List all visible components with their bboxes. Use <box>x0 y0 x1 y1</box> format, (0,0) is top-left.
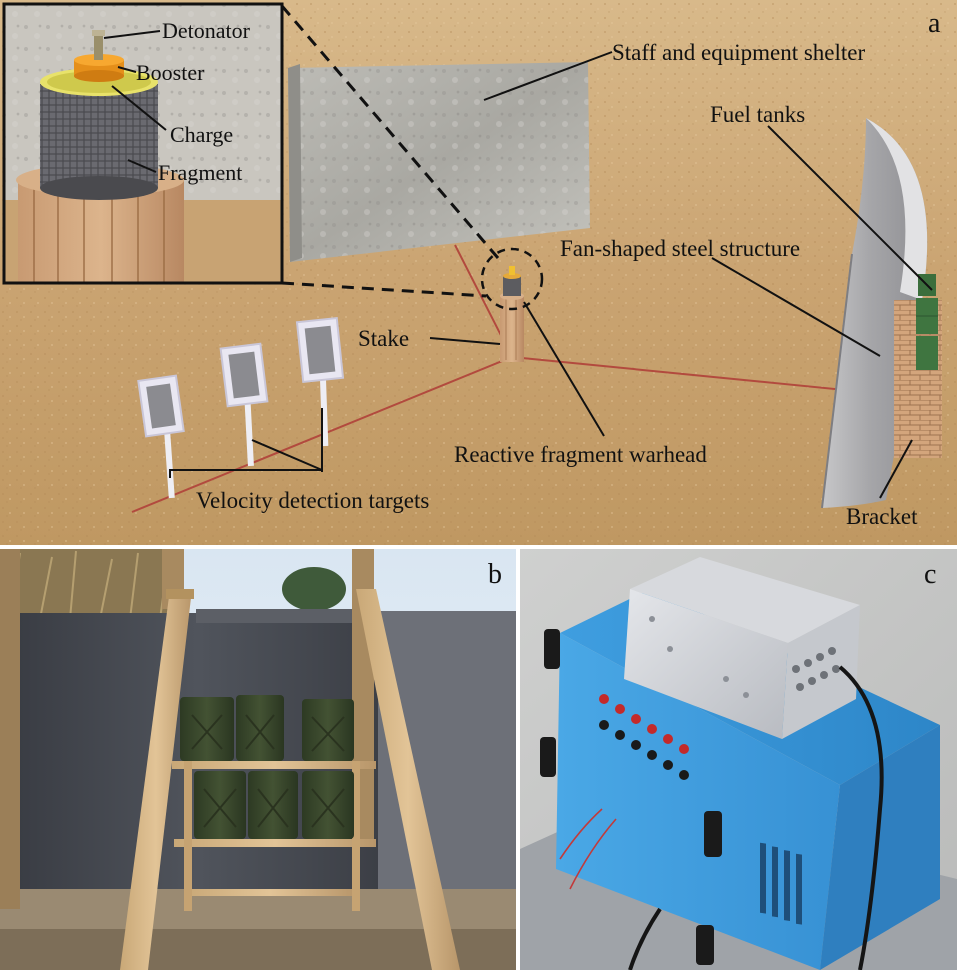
panel-letter-b: b <box>488 559 502 590</box>
panel-a-illustration: Detonator Booster Charge Fragment Staff … <box>0 0 957 545</box>
label-fan-steel-structure: Fan-shaped steel structure <box>560 236 800 261</box>
warhead-small <box>503 266 521 296</box>
panel-b-photo: b <box>0 549 516 970</box>
label-shelter: Staff and equipment shelter <box>612 40 865 65</box>
velocity-targets <box>137 316 345 499</box>
panel-a-scene: Detonator Booster Charge Fragment Staff … <box>0 0 957 545</box>
label-fragment: Fragment <box>158 160 242 185</box>
panel-b-photo-illustration: b <box>0 549 516 970</box>
diagonal-prop-left <box>120 589 192 970</box>
label-charge: Charge <box>170 122 233 147</box>
stake <box>500 292 524 362</box>
diagonal-prop-right <box>356 589 460 970</box>
tree <box>282 567 346 611</box>
wooden-shelf <box>172 761 376 911</box>
label-fuel-tanks: Fuel tanks <box>710 102 805 127</box>
label-booster: Booster <box>136 60 205 85</box>
label-bracket: Bracket <box>846 504 918 529</box>
inset-frame <box>2 2 284 285</box>
panel-c-photo: c <box>520 549 957 970</box>
cables <box>628 665 884 970</box>
panel-letter-a: a <box>928 8 941 39</box>
label-velocity-targets: Velocity detection targets <box>196 488 429 513</box>
fuel-tanks-model <box>916 274 938 370</box>
inset-warhead-closeup <box>4 4 282 283</box>
inset-connector-lines <box>280 5 500 298</box>
fuel-cans <box>180 695 354 839</box>
aluminium-box <box>624 557 860 739</box>
dry-reeds <box>0 549 180 619</box>
panel-letter-c: c <box>924 559 936 590</box>
label-warhead: Reactive fragment warhead <box>454 442 707 467</box>
label-detonator: Detonator <box>162 18 251 43</box>
label-stake: Stake <box>358 326 409 351</box>
panel-c-photo-illustration: c <box>520 549 957 970</box>
shelter-wall <box>288 62 590 262</box>
warhead-highlight-circle <box>480 247 544 311</box>
leader-lines <box>103 30 933 499</box>
